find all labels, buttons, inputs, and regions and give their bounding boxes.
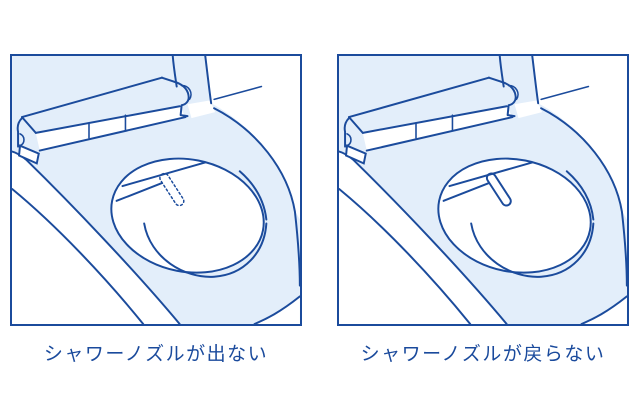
panel-nozzle-not-retracting: シャワーノズルが戻らない bbox=[337, 54, 629, 366]
toilet-illustration-nozzle-stuck bbox=[339, 56, 627, 324]
caption-nozzle-not-retracting: シャワーノズルが戻らない bbox=[360, 344, 606, 365]
caption-nozzle-not-extending: シャワーノズルが出ない bbox=[43, 344, 269, 365]
panel-nozzle-not-extending: シャワーノズルが出ない bbox=[10, 54, 302, 366]
illustration-frame-right bbox=[337, 54, 629, 326]
toilet-illustration-nozzle-hidden bbox=[12, 56, 300, 324]
illustration-frame-left bbox=[10, 54, 302, 326]
